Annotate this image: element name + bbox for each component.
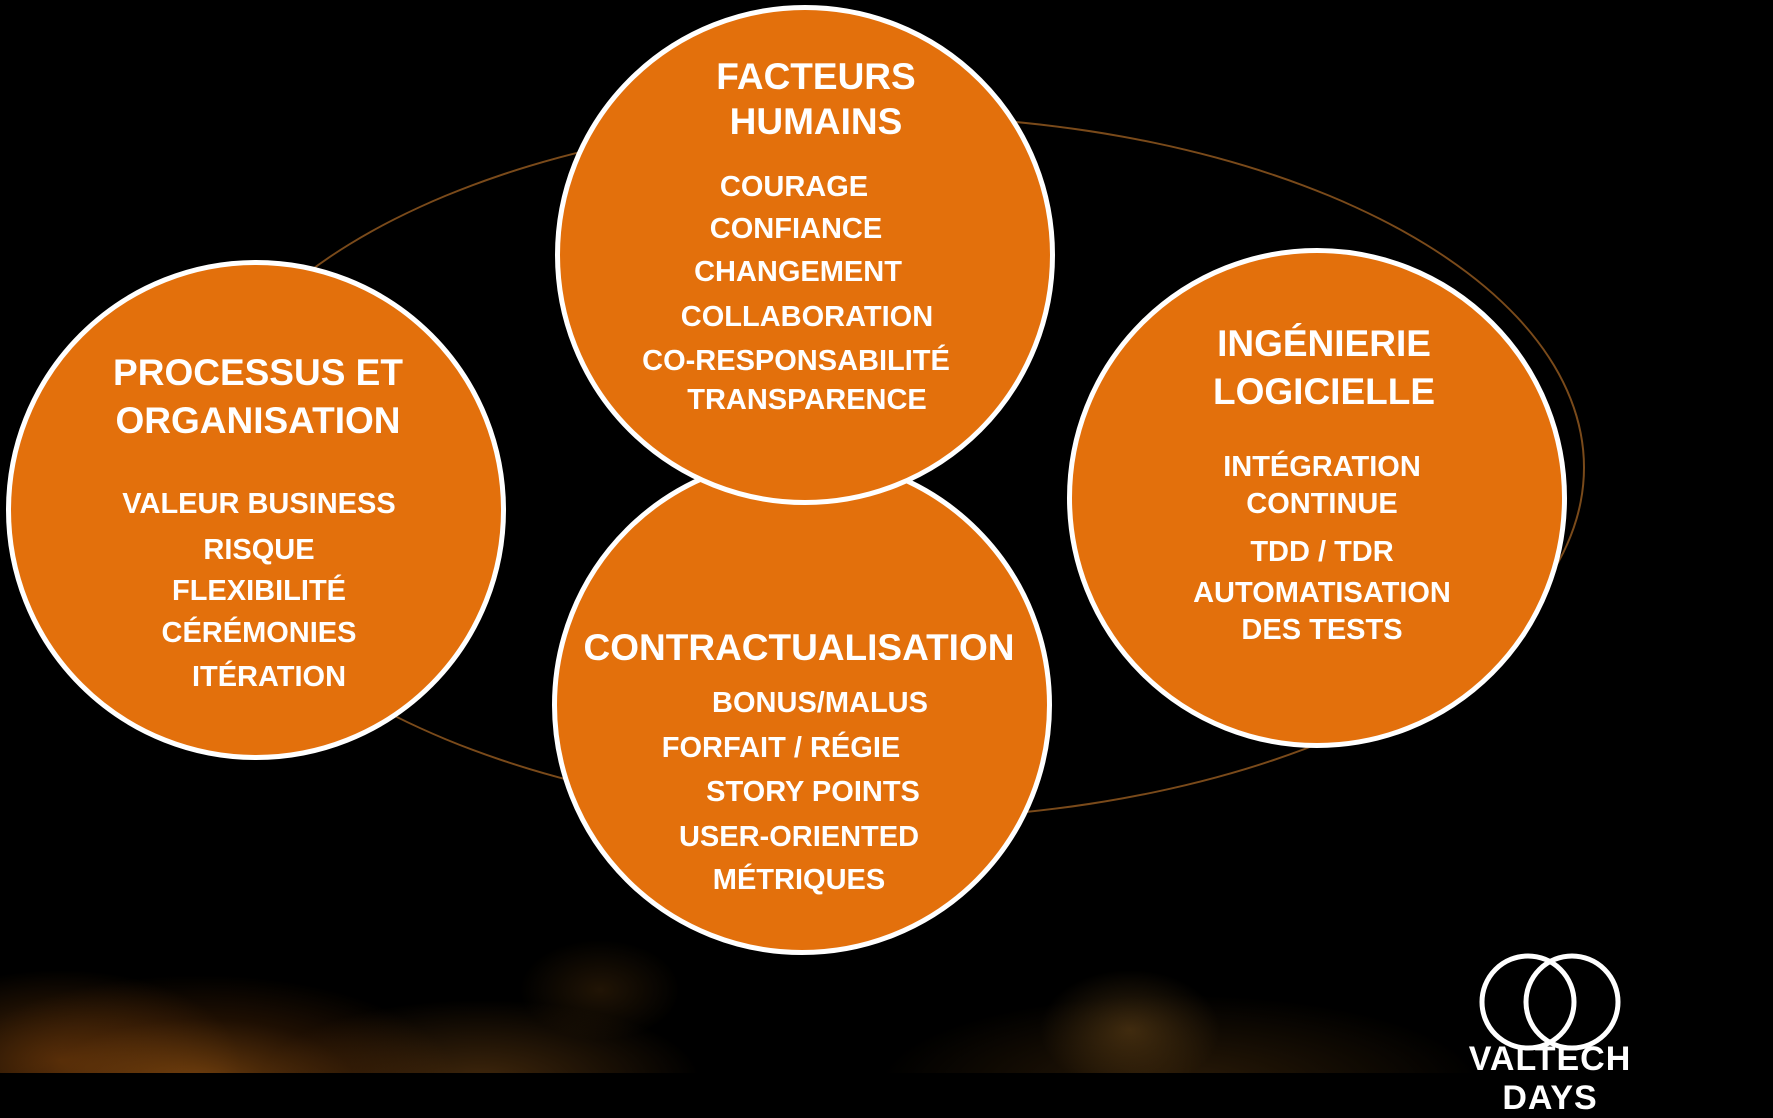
engineering-title-line-1: INGÉNIERIE <box>1217 323 1431 364</box>
process-item-risque: RISQUE <box>203 534 315 566</box>
human-title-line-2: HUMAINS <box>729 101 903 142</box>
circle-ingenierie-logicielle: INGÉNIERIE LOGICIELLE INTÉGRATION CONTIN… <box>1067 248 1567 748</box>
circle-contractualisation: CONTRACTUALISATION BONUS/MALUS FORFAIT /… <box>552 455 1052 955</box>
circle-process-organisation: PROCESSUS ET ORGANISATION VALEUR BUSINES… <box>6 260 506 760</box>
process-title-line-1: PROCESSUS ET <box>113 352 403 393</box>
human-item-collaboration: COLLABORATION <box>680 301 934 333</box>
process-title-line-2: ORGANISATION <box>115 400 401 441</box>
engineering-item-automatisation: AUTOMATISATION <box>1193 577 1451 609</box>
human-item-courage: COURAGE <box>719 171 869 203</box>
engineering-item-des-tests: DES TESTS <box>1241 614 1403 646</box>
process-item-iteration: ITÉRATION <box>191 661 347 693</box>
interlocking-rings-icon <box>1479 953 1621 1051</box>
human-item-changement: CHANGEMENT <box>694 256 902 288</box>
circle-facteurs-humains: FACTEURS HUMAINS COURAGE CONFIANCE CHANG… <box>555 5 1055 505</box>
process-item-ceremonies: CÉRÉMONIES <box>161 617 357 649</box>
process-item-valeur-business: VALEUR BUSINESS <box>122 488 396 520</box>
contract-item-bonus-malus: BONUS/MALUS <box>712 687 928 719</box>
contract-item-story-points: STORY POINTS <box>706 776 920 808</box>
human-item-confiance: CONFIANCE <box>709 213 883 245</box>
human-item-transparence: TRANSPARENCE <box>687 384 927 416</box>
engineering-title-line-2: LOGICIELLE <box>1213 371 1435 412</box>
logo-text: VALTECH DAYS <box>1468 1040 1632 1117</box>
engineering-item-continue: CONTINUE <box>1246 488 1398 520</box>
human-title-line-1: FACTEURS <box>716 56 916 97</box>
contract-item-forfait-regie: FORFAIT / RÉGIE <box>661 732 901 764</box>
contract-title: CONTRACTUALISATION <box>583 627 1015 668</box>
human-item-co-responsabilite: CO-RESPONSABILITÉ <box>642 345 950 377</box>
engineering-item-tdd-tdr: TDD / TDR <box>1250 536 1394 568</box>
engineering-item-integration: INTÉGRATION <box>1223 451 1421 483</box>
contract-item-user-oriented: USER-ORIENTED <box>678 821 920 853</box>
contract-item-metriques: MÉTRIQUES <box>712 864 886 896</box>
process-item-flexibilite: FLEXIBILITÉ <box>172 575 346 607</box>
